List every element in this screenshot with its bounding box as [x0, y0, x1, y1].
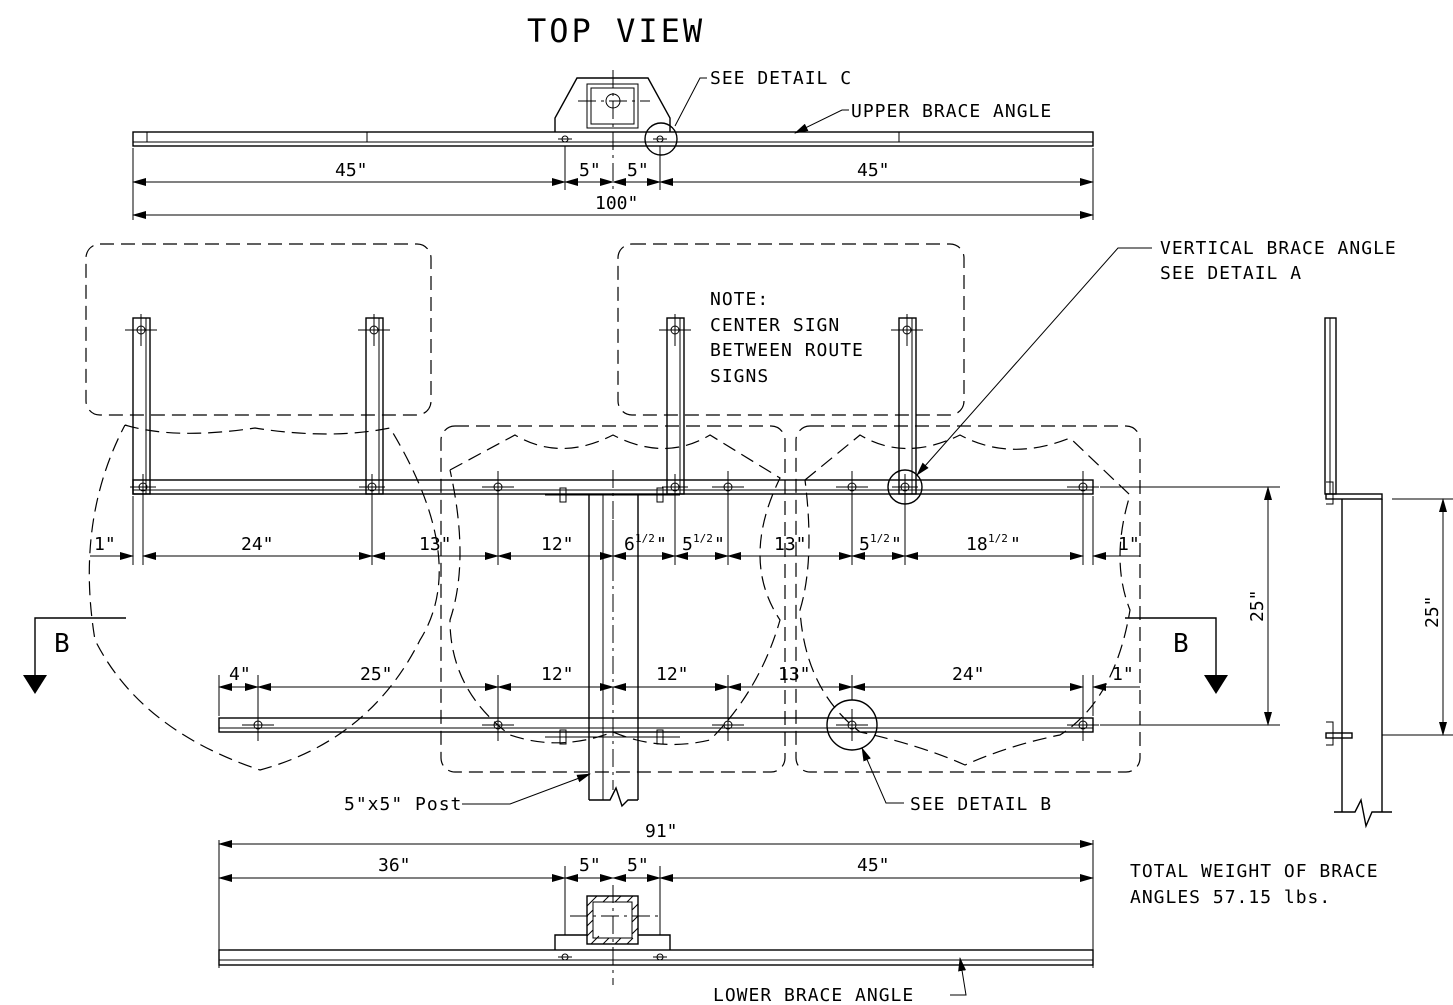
post-elevation: [588, 470, 639, 808]
side-view-post-break: [1334, 797, 1392, 829]
post-clamp-bolts: [545, 487, 680, 745]
shield-outline-right: [799, 434, 1131, 766]
dim-lower-12-right: 12": [656, 664, 689, 685]
weight-note: TOTAL WEIGHT OF BRACE ANGLES 57.15 lbs.: [1130, 861, 1379, 908]
svg-text:1/2: 1/2: [693, 532, 713, 545]
shield-outline-left: [88, 424, 440, 771]
upper-brace-holes: [130, 471, 1099, 503]
svg-text:18: 18: [966, 534, 988, 555]
svg-text:": ": [714, 534, 725, 555]
shield-outline-center: [449, 434, 781, 746]
side-view: 25": [1324, 317, 1453, 829]
svg-text:": ": [1010, 534, 1021, 555]
dim-upper-5-half-right: 5 1/2 ": [859, 532, 902, 555]
dim-lower-12-left: 12": [541, 664, 574, 685]
dim-bottom-5-left: 5": [579, 855, 601, 876]
lower-brace-holes: [242, 709, 1099, 741]
dim-upper-5-half-left: 5 1/2 ": [682, 532, 725, 555]
lower-brace-view: 91" 36" 5" 5" 45": [218, 821, 1094, 1005]
center-sign-outline-left: [440, 425, 786, 773]
post-label: 5"x5" Post: [344, 794, 462, 815]
route-sign-outline-left: [85, 243, 432, 416]
bottom-view-post-hatch: [586, 895, 639, 945]
svg-text:1/2: 1/2: [870, 532, 890, 545]
post-leader: [462, 773, 591, 805]
top-view: TOP VIEW SEE DETAIL C UPPER BRACE ANGLE: [132, 12, 1094, 220]
dim-upper-18-half: 18 1/2 ": [966, 532, 1021, 555]
svg-text:": ": [891, 534, 902, 555]
svg-text:": ": [656, 534, 667, 555]
top-view-clips: [146, 132, 906, 143]
note-line-3: BETWEEN ROUTE: [710, 340, 864, 361]
weight-note-line-2: ANGLES 57.15 lbs.: [1130, 887, 1331, 908]
dim-bottom-45: 45": [857, 855, 890, 876]
bottom-view-lower-brace-bar: [218, 949, 1094, 966]
section-marker-b-left: B: [23, 617, 126, 694]
section-marker-b-right: B: [1125, 617, 1228, 694]
dim-upper-12: 12": [541, 534, 574, 555]
dim-lower-4: 4": [229, 664, 251, 685]
dim-upper-13-right: 13": [774, 534, 807, 555]
note-line-4: SIGNS: [710, 366, 769, 387]
svg-text:B: B: [1173, 629, 1189, 659]
side-view-upper-clip: [1326, 481, 1334, 505]
dim-bottom-5-right: 5": [627, 855, 649, 876]
route-sign-outline-right: [617, 243, 965, 416]
detail-b-leader: [861, 747, 904, 804]
dim-upper-1: 1": [94, 534, 116, 555]
dim-top-45-right: 45": [857, 160, 890, 181]
dim-top-5-right: 5": [627, 160, 649, 181]
svg-text:1/2: 1/2: [988, 532, 1008, 545]
dim-vertical-25: 25": [1247, 589, 1268, 622]
svg-text:6: 6: [624, 534, 635, 555]
svg-text:1/2: 1/2: [635, 532, 655, 545]
dim-upper-13-left: 13": [419, 534, 452, 555]
dim-top-45-left: 45": [335, 160, 368, 181]
top-view-title: TOP VIEW: [527, 12, 705, 50]
detail-a-leader: [916, 247, 1152, 476]
dim-upper-24: 24": [241, 534, 274, 555]
vertical-brace-label-line2: SEE DETAIL A: [1160, 263, 1302, 284]
detail-c-marker: [644, 122, 678, 156]
see-detail-c-label: SEE DETAIL C: [710, 68, 852, 89]
note-line-2: CENTER SIGN: [710, 315, 840, 336]
see-detail-b-label: SEE DETAIL B: [910, 794, 1052, 815]
front-elevation: VERTICAL BRACE ANGLE SEE DETAIL A SEE DE…: [23, 238, 1397, 815]
bottom-view-bracket-plate: [554, 934, 671, 950]
vertical-brace-label-line1: VERTICAL BRACE ANGLE: [1160, 238, 1397, 259]
lower-brace-angle-label: LOWER BRACE ANGLE: [713, 985, 914, 1005]
dim-bottom-36: 36": [378, 855, 411, 876]
detail-c-leader: [674, 77, 707, 127]
dim-lower-24: 24": [952, 664, 985, 685]
svg-text:5: 5: [682, 534, 693, 555]
dim-bottom-91-overall: 91": [645, 821, 678, 842]
dim-upper-6-half: 6 1/2 ": [624, 532, 667, 555]
dim-top-5-left: 5": [579, 160, 601, 181]
upper-brace-angle-label: UPPER BRACE ANGLE: [851, 101, 1052, 122]
vertical-brace-top-holes: [125, 314, 923, 346]
note-line-1: NOTE:: [710, 289, 769, 310]
center-sign-outline-right: [795, 425, 1141, 773]
svg-text:5: 5: [859, 534, 870, 555]
dim-lower-25: 25": [360, 664, 393, 685]
weight-note-line-1: TOTAL WEIGHT OF BRACE: [1130, 861, 1379, 882]
dim-side-25: 25": [1422, 595, 1443, 628]
dim-upper-1-right: 1": [1118, 534, 1140, 555]
lower-brace-leader: [950, 957, 967, 996]
svg-text:B: B: [54, 629, 70, 659]
dim-lower-1: 1": [1112, 664, 1134, 685]
dim-top-100-overall: 100": [595, 193, 638, 214]
dim-lower-13: 13": [778, 664, 811, 685]
upper-brace-leader: [794, 109, 849, 134]
lower-brace-angle-elevation: [218, 717, 1094, 733]
